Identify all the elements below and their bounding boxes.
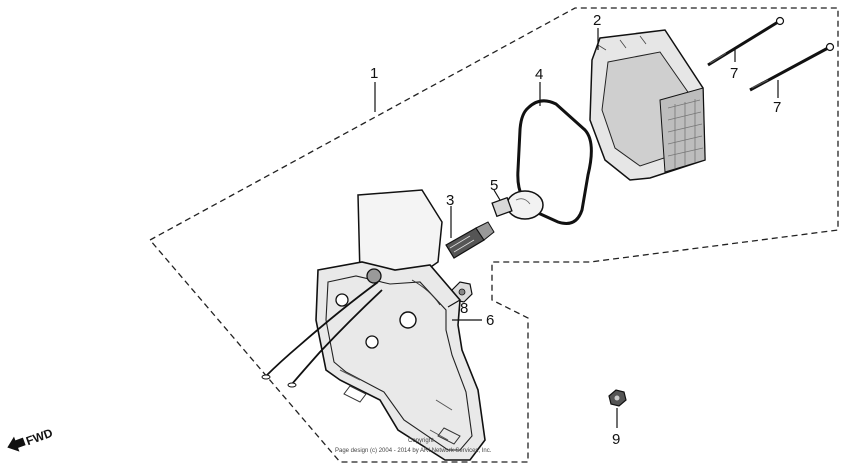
copyright-line-2: Page design (c) 2004 - 2014 by ARI Netwo… [335,448,492,454]
copyright-line-1: Copyright [408,438,434,444]
forward-arrow-icon [7,436,26,452]
lead-wires [261,281,383,388]
callout-7-upper: 7 [730,65,738,82]
fwd-label: FWD [24,426,55,449]
taillight-lens [589,29,706,181]
callout-9: 9 [612,431,620,448]
bulb-socket [445,221,495,259]
lens-screw-lower [749,42,835,92]
bulb [491,190,544,220]
callout-4: 4 [535,66,543,83]
assembly-outline [148,7,839,463]
callout-6: 6 [486,312,494,329]
small-nut [608,389,627,407]
lens-screw-upper [707,16,785,67]
leader-lines [374,28,779,428]
taillight-base [315,189,486,461]
forward-direction-indicator: FWD [7,426,55,452]
lens-gasket [516,99,593,225]
callout-2: 2 [593,12,601,29]
callout-8: 8 [460,300,468,317]
callout-3: 3 [446,192,454,209]
callout-5: 5 [490,177,498,194]
callout-7-lower: 7 [773,99,781,116]
callout-1: 1 [370,65,378,82]
